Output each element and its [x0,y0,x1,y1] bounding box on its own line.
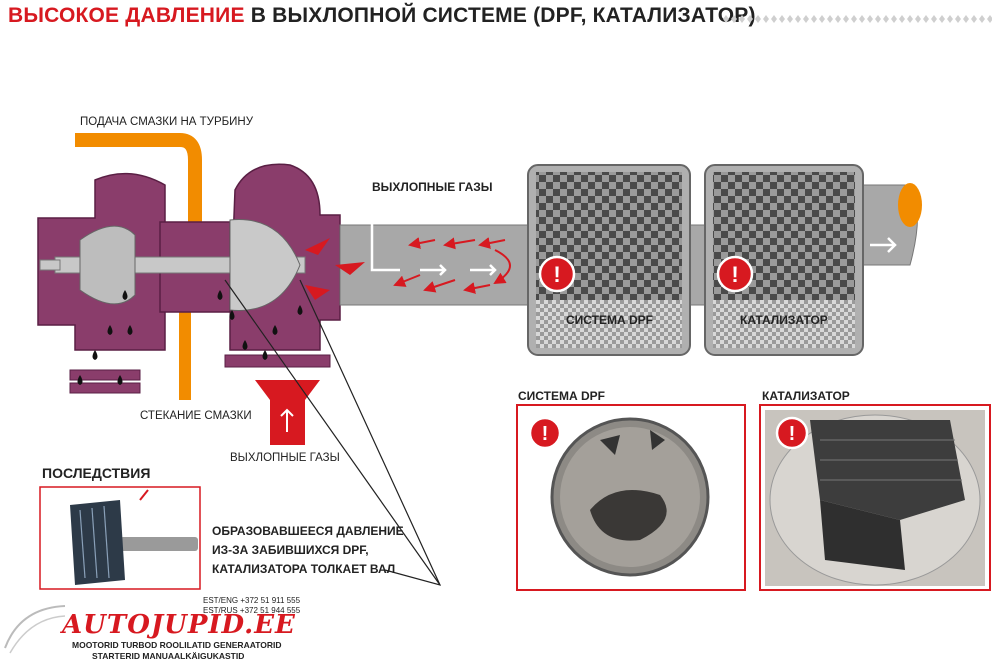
title-rest: В ВЫХЛОПНОЙ СИСТЕМЕ (DPF, КАТАЛИЗАТОР) [250,4,756,27]
alert-icon: ! [716,255,754,293]
logo-tagline-1: MOOTORID TURBOD ROOLILATID GENERAATORID [72,640,282,650]
page-title: ВЫСОКОЕ ДАВЛЕНИЕ В ВЫХЛОПНОЙ СИСТЕМЕ (DP… [8,4,756,28]
turbine-wheel [229,219,301,311]
exhaust-gases-label: ВЫХЛОПНЫЕ ГАЗЫ [372,180,493,194]
flow-arrows [393,237,511,294]
pressure-text-2: ИЗ-ЗА ЗАБИВШИХСЯ DPF, [212,543,369,557]
white-flow-arrows [370,210,497,276]
outlet-oil [898,183,922,227]
title-highlight: ВЫСОКОЕ ДАВЛЕНИЕ [8,4,245,27]
svg-text:!: ! [731,262,738,287]
alert-icon: ! [528,416,562,450]
logo-swoosh [4,605,66,654]
contact-rus: EST/RUS +372 51 944 555 [203,606,301,615]
oil-drain-label: СТЕКАНИЕ СМАЗКИ [140,410,252,422]
alert-icon: ! [775,416,809,450]
exhaust-inlet-label: ВЫХЛОПНЫЕ ГАЗЫ [230,452,340,464]
compressor-wheel [79,225,136,305]
svg-text:!: ! [789,423,796,445]
logo-tagline-2: STARTERID MANUAALKÄIGUKASTID [92,651,245,661]
pressure-arrows [305,238,365,300]
oil-drops [77,290,303,385]
catalyst-box-label: КАТАЛИЗАТОР [740,313,828,327]
oil-supply-label: ПОДАЧА СМАЗКИ НА ТУРБИНУ [80,116,254,128]
dpf-box-label: СИСТЕМА DPF [566,313,653,327]
title-diamond-pattern [722,14,992,24]
consequence-photo [70,500,198,585]
svg-text:!: ! [553,262,560,287]
bottom-flange [224,354,331,368]
consequences-heading: ПОСЛЕДСТВИЯ [42,465,151,481]
oil-supply-pipe [75,133,202,230]
exhaust-pipe [339,224,531,306]
alert-icon: ! [538,255,576,293]
pressure-text-1: ОБРАЗОВАВШЕЕСЯ ДАВЛЕНИЕ [212,524,404,538]
svg-text:!: ! [542,423,549,445]
contact-eng: EST/ENG +372 51 911 555 [203,596,301,605]
logo: AUTOJUPID.EE [62,610,296,640]
catalyst-photo-title: КАТАЛИЗАТОР [762,389,850,403]
pressure-text-3: КАТАЛИЗАТОРА ТОЛКАЕТ ВАЛ [212,562,396,576]
dpf-photo-title: СИСТЕМА DPF [518,389,605,403]
